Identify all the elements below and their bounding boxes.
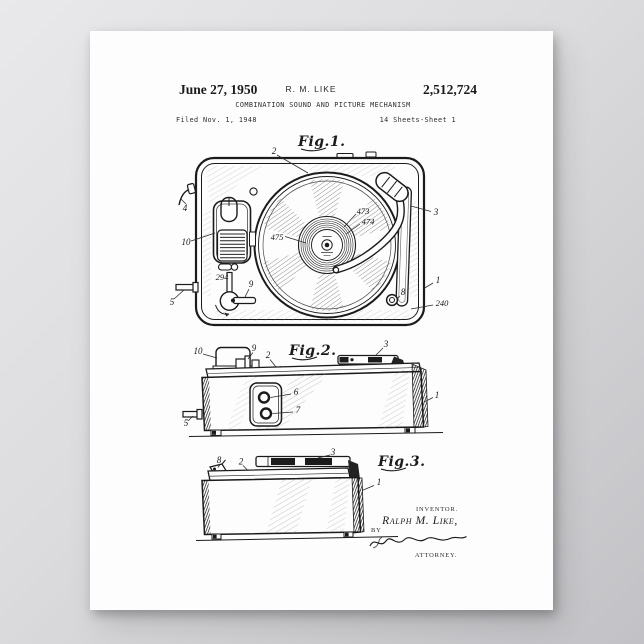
fig1-ref-8: 8 — [401, 287, 406, 297]
tonearm — [332, 171, 409, 274]
patent-header: June 27, 1950 R. M. LIKE 2,512,724 COMBI… — [176, 82, 477, 124]
fig2-ref-6: 6 — [294, 387, 299, 397]
fig1-ref-1: 1 — [436, 275, 441, 285]
fig2-ref-9: 9 — [252, 343, 257, 353]
fig3-caption-flourish — [380, 467, 407, 472]
spindle — [324, 242, 330, 248]
fig1-ref-5: 5 — [170, 297, 175, 307]
fig3-ground-line — [195, 536, 399, 541]
fig3-left-edge — [202, 480, 211, 535]
fig1-ref-2: 2 — [272, 146, 277, 156]
patent-title: COMBINATION SOUND AND PICTURE MECHANISM — [235, 101, 410, 109]
fig1-leader-lines — [173, 154, 434, 310]
patent-date: June 27, 1950 — [179, 82, 258, 97]
speaker-box — [212, 196, 256, 264]
patent-drawing-svg: June 27, 1950 R. M. LIKE 2,512,724 COMBI… — [170, 82, 478, 559]
patent-number: 2,512,724 — [423, 82, 477, 97]
fig1-ref-3: 3 — [433, 207, 439, 217]
fig2-side-view: Fig.2. — [182, 339, 444, 437]
fig1-ref-475: 475 — [271, 232, 284, 242]
deck-shading — [203, 164, 419, 321]
fig1-top-view: Fig.1. — [170, 134, 450, 327]
fig2-caption-flourish — [291, 356, 318, 361]
fig1-ref-9: 9 — [249, 279, 254, 289]
lever-knob — [186, 182, 197, 195]
fig2-ground-line — [188, 432, 444, 437]
tonearm-head — [375, 171, 409, 203]
fig3-lid — [255, 455, 360, 479]
fig2-ref-2: 2 — [266, 350, 271, 360]
fig3-ref-2: 2 — [239, 457, 244, 467]
platter-pinwheel — [263, 178, 391, 312]
signature-block: INVENTOR. Ralph M. Like, BY ATTORNEY. — [369, 506, 467, 559]
fig2-left-edge — [202, 377, 211, 431]
fig2-caption: Fig.2. — [288, 343, 337, 359]
box-connector — [249, 231, 256, 247]
latch-pin — [230, 263, 239, 271]
attorney-caption: ATTORNEY. — [415, 552, 457, 559]
fig3-side-view: Fig.3. — [195, 447, 426, 541]
inventor-signature-name: Ralph M. Like, — [381, 515, 458, 527]
fig3-ref-3: 3 — [330, 447, 336, 457]
inventor-caption: INVENTOR. — [416, 506, 458, 513]
fig1-caption-flourish — [300, 147, 327, 152]
deck-screw — [249, 187, 258, 196]
filed-date: Filed Nov. 1, 1948 — [176, 116, 257, 124]
crank-handle — [215, 271, 257, 317]
fig3-caption: Fig.3. — [377, 454, 426, 470]
knob-lower — [259, 407, 273, 420]
patent-poster: June 27, 1950 R. M. LIKE 2,512,724 COMBI… — [90, 31, 553, 610]
fig2-ref-10: 10 — [194, 346, 204, 356]
fig1-ref-294: 294 — [216, 272, 230, 282]
fig1-ref-10: 10 — [182, 237, 192, 247]
fig1-ref-474: 474 — [362, 217, 376, 227]
fig1-caption: Fig.1. — [297, 134, 346, 150]
fig1-ref-473: 473 — [357, 206, 370, 216]
speaker-grille — [216, 229, 248, 262]
stylus — [332, 266, 340, 274]
inventor-initials: R. M. LIKE — [285, 84, 336, 94]
fig3-ref-8: 8 — [217, 455, 222, 465]
latch-pill — [217, 263, 233, 271]
sheet-number: 14 Sheets-Sheet 1 — [380, 116, 456, 124]
case-top-tab-2 — [365, 151, 377, 158]
fig2-control-panel — [249, 382, 283, 427]
fig2-ref-7: 7 — [296, 405, 301, 415]
attorney-signature — [369, 535, 467, 547]
fig2-right-edge — [411, 363, 429, 429]
fig2-ref-3: 3 — [383, 339, 389, 349]
fig2-feet — [210, 427, 416, 436]
by-label: BY — [371, 527, 382, 534]
fig3-shading — [266, 477, 350, 534]
knob-upper — [257, 391, 271, 404]
pickup-blob — [220, 196, 238, 223]
fig2-ref-5: 5 — [184, 418, 189, 428]
fig2-ref-1: 1 — [435, 390, 440, 400]
fig3-leader-lines — [217, 454, 375, 491]
fig3-right-edge — [351, 477, 365, 534]
fig2-leader-lines — [187, 347, 434, 422]
side-shaft-collar — [192, 281, 199, 293]
fig1-ref-240: 240 — [436, 298, 450, 308]
fig3-ref-1: 1 — [377, 477, 382, 487]
fig1-ref-4: 4 — [183, 203, 188, 213]
record-disc — [297, 215, 357, 275]
fig3-lid-support — [348, 460, 360, 479]
deck-screw-2 — [385, 293, 399, 307]
